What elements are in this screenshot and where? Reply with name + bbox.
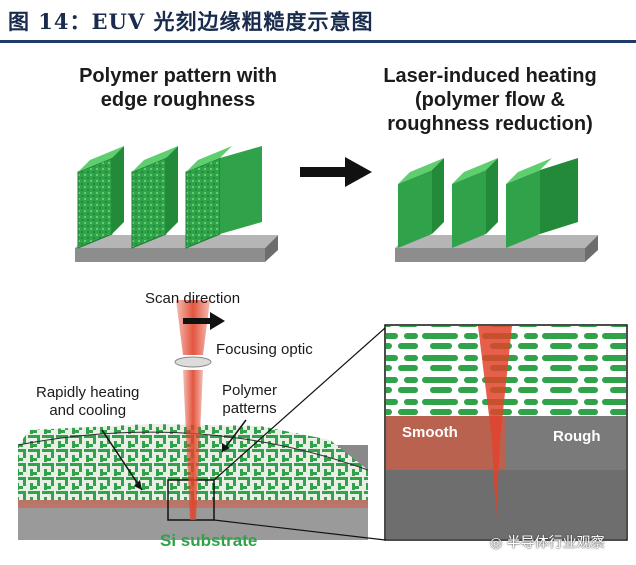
right-caption-line-1: Laser-induced heating [383, 65, 597, 87]
zoom-panel [384, 324, 628, 541]
polymer-patterns-line-1: Polymer [222, 382, 278, 399]
polymer-patterns-label: Polymer patterns [222, 382, 277, 418]
rapid-heating-line-1: Rapidly heating [36, 384, 140, 401]
transform-arrow [300, 157, 372, 187]
left-caption-line-2: edge roughness [100, 89, 256, 111]
rapid-heating-label: Rapidly heating and cooling [36, 384, 139, 420]
rough-pattern-illustration [75, 146, 278, 262]
watermark-text: 半导体行业观察 [506, 535, 605, 551]
figure-header: 图 14：EUV 光刻边缘粗糙度示意图 [0, 0, 636, 43]
rough-label: Rough [553, 428, 601, 445]
right-caption-line-2: (polymer flow & [414, 89, 565, 111]
focusing-optic-lens [174, 356, 212, 368]
right-caption-line-3: roughness reduction) [387, 113, 593, 135]
figure-title: 图 14：EUV 光刻边缘粗糙度示意图 [8, 9, 374, 34]
header-divider [0, 40, 636, 43]
rapid-heating-line-2: and cooling [49, 402, 127, 419]
wechat-icon: ◎ [490, 535, 503, 551]
smooth-label: Smooth [402, 424, 458, 441]
si-substrate-label: Si substrate [160, 531, 258, 550]
scan-direction-arrow [183, 312, 225, 330]
focusing-optic-label: Focusing optic [216, 341, 313, 358]
smooth-pattern-illustration [395, 158, 598, 262]
right-caption: Laser-induced heating (polymer flow & ro… [360, 64, 620, 136]
watermark: ◎ 半导体行业观察 [490, 532, 605, 552]
polymer-patterns-line-2: patterns [222, 400, 277, 417]
scan-direction-label: Scan direction [145, 290, 241, 307]
left-caption: Polymer pattern with edge roughness [58, 64, 298, 112]
laser-beam [174, 300, 225, 520]
left-caption-line-1: Polymer pattern with [79, 65, 277, 87]
